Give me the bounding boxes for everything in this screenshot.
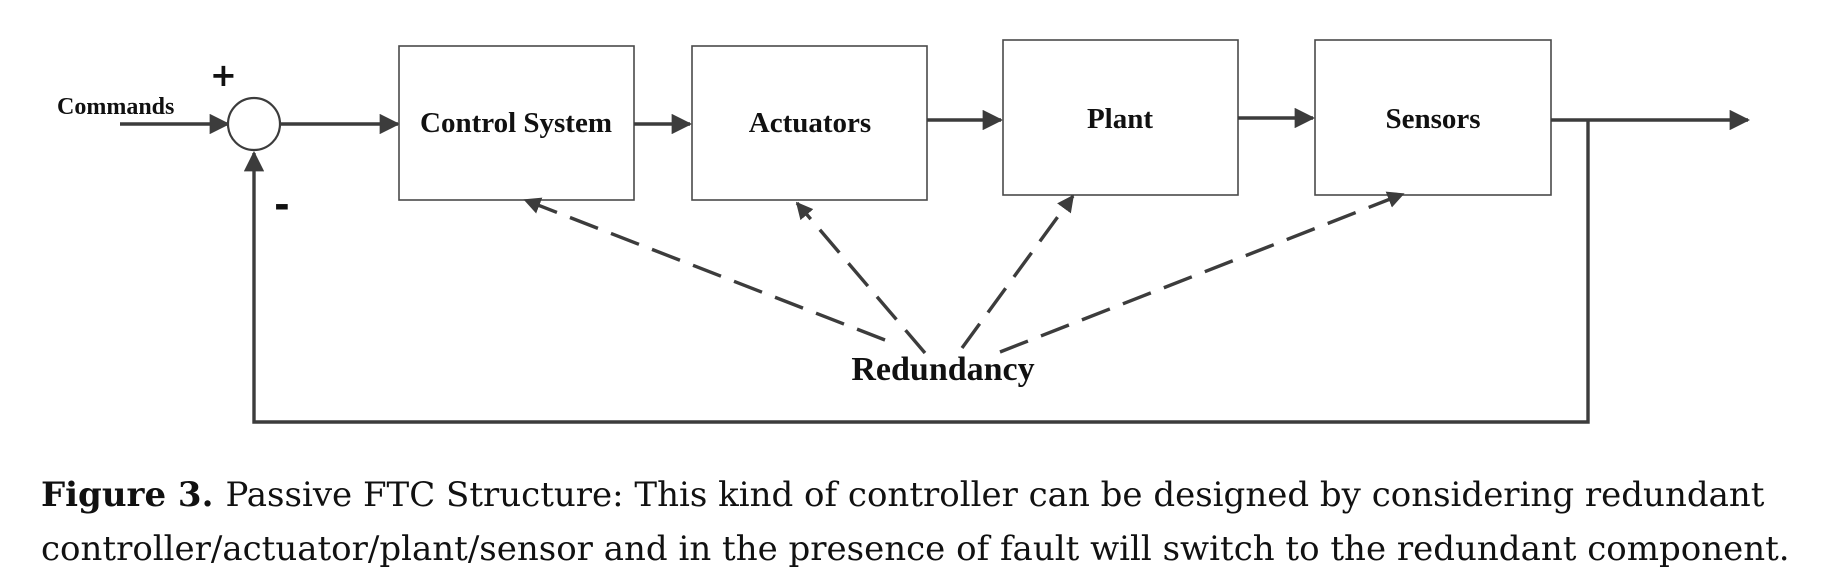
redundancy-arrow-sensors [999,191,1405,354]
plant-block: Plant [1002,39,1239,196]
redundancy-arrow-plant [960,194,1075,350]
actuators-block: Actuators [691,45,928,201]
caption-text-1: Passive FTC Structure: This kind of cont… [225,475,1765,515]
sensors-label: Sensors [1385,103,1480,135]
sensors-block: Sensors [1314,39,1552,196]
caption-text-2: controller/actuator/plant/sensor and in … [41,529,1790,569]
summing-junction [226,96,282,152]
control-system-block: Control System [398,45,635,201]
commands-label: Commands [57,94,174,120]
block-diagram: Commands + - Control System Actuators Pl… [57,39,1751,424]
plant-label: Plant [1087,103,1153,135]
control-system-label: Control System [420,107,612,139]
actuators-label: Actuators [749,107,871,139]
caption-line-1: Figure 3. Passive FTC Structure: This kin… [41,468,1801,522]
redundancy-label: Redundancy [851,351,1034,388]
feedback-path [243,120,1590,424]
redundancy-arrow-actuators [795,201,927,355]
figure-caption: Figure 3. Passive FTC Structure: This kin… [41,468,1801,576]
plus-sign: + [210,56,237,94]
figure-label: Figure 3. [41,475,214,515]
redundancy-arrow-control-system [523,197,886,342]
minus-sign: - [274,183,290,227]
